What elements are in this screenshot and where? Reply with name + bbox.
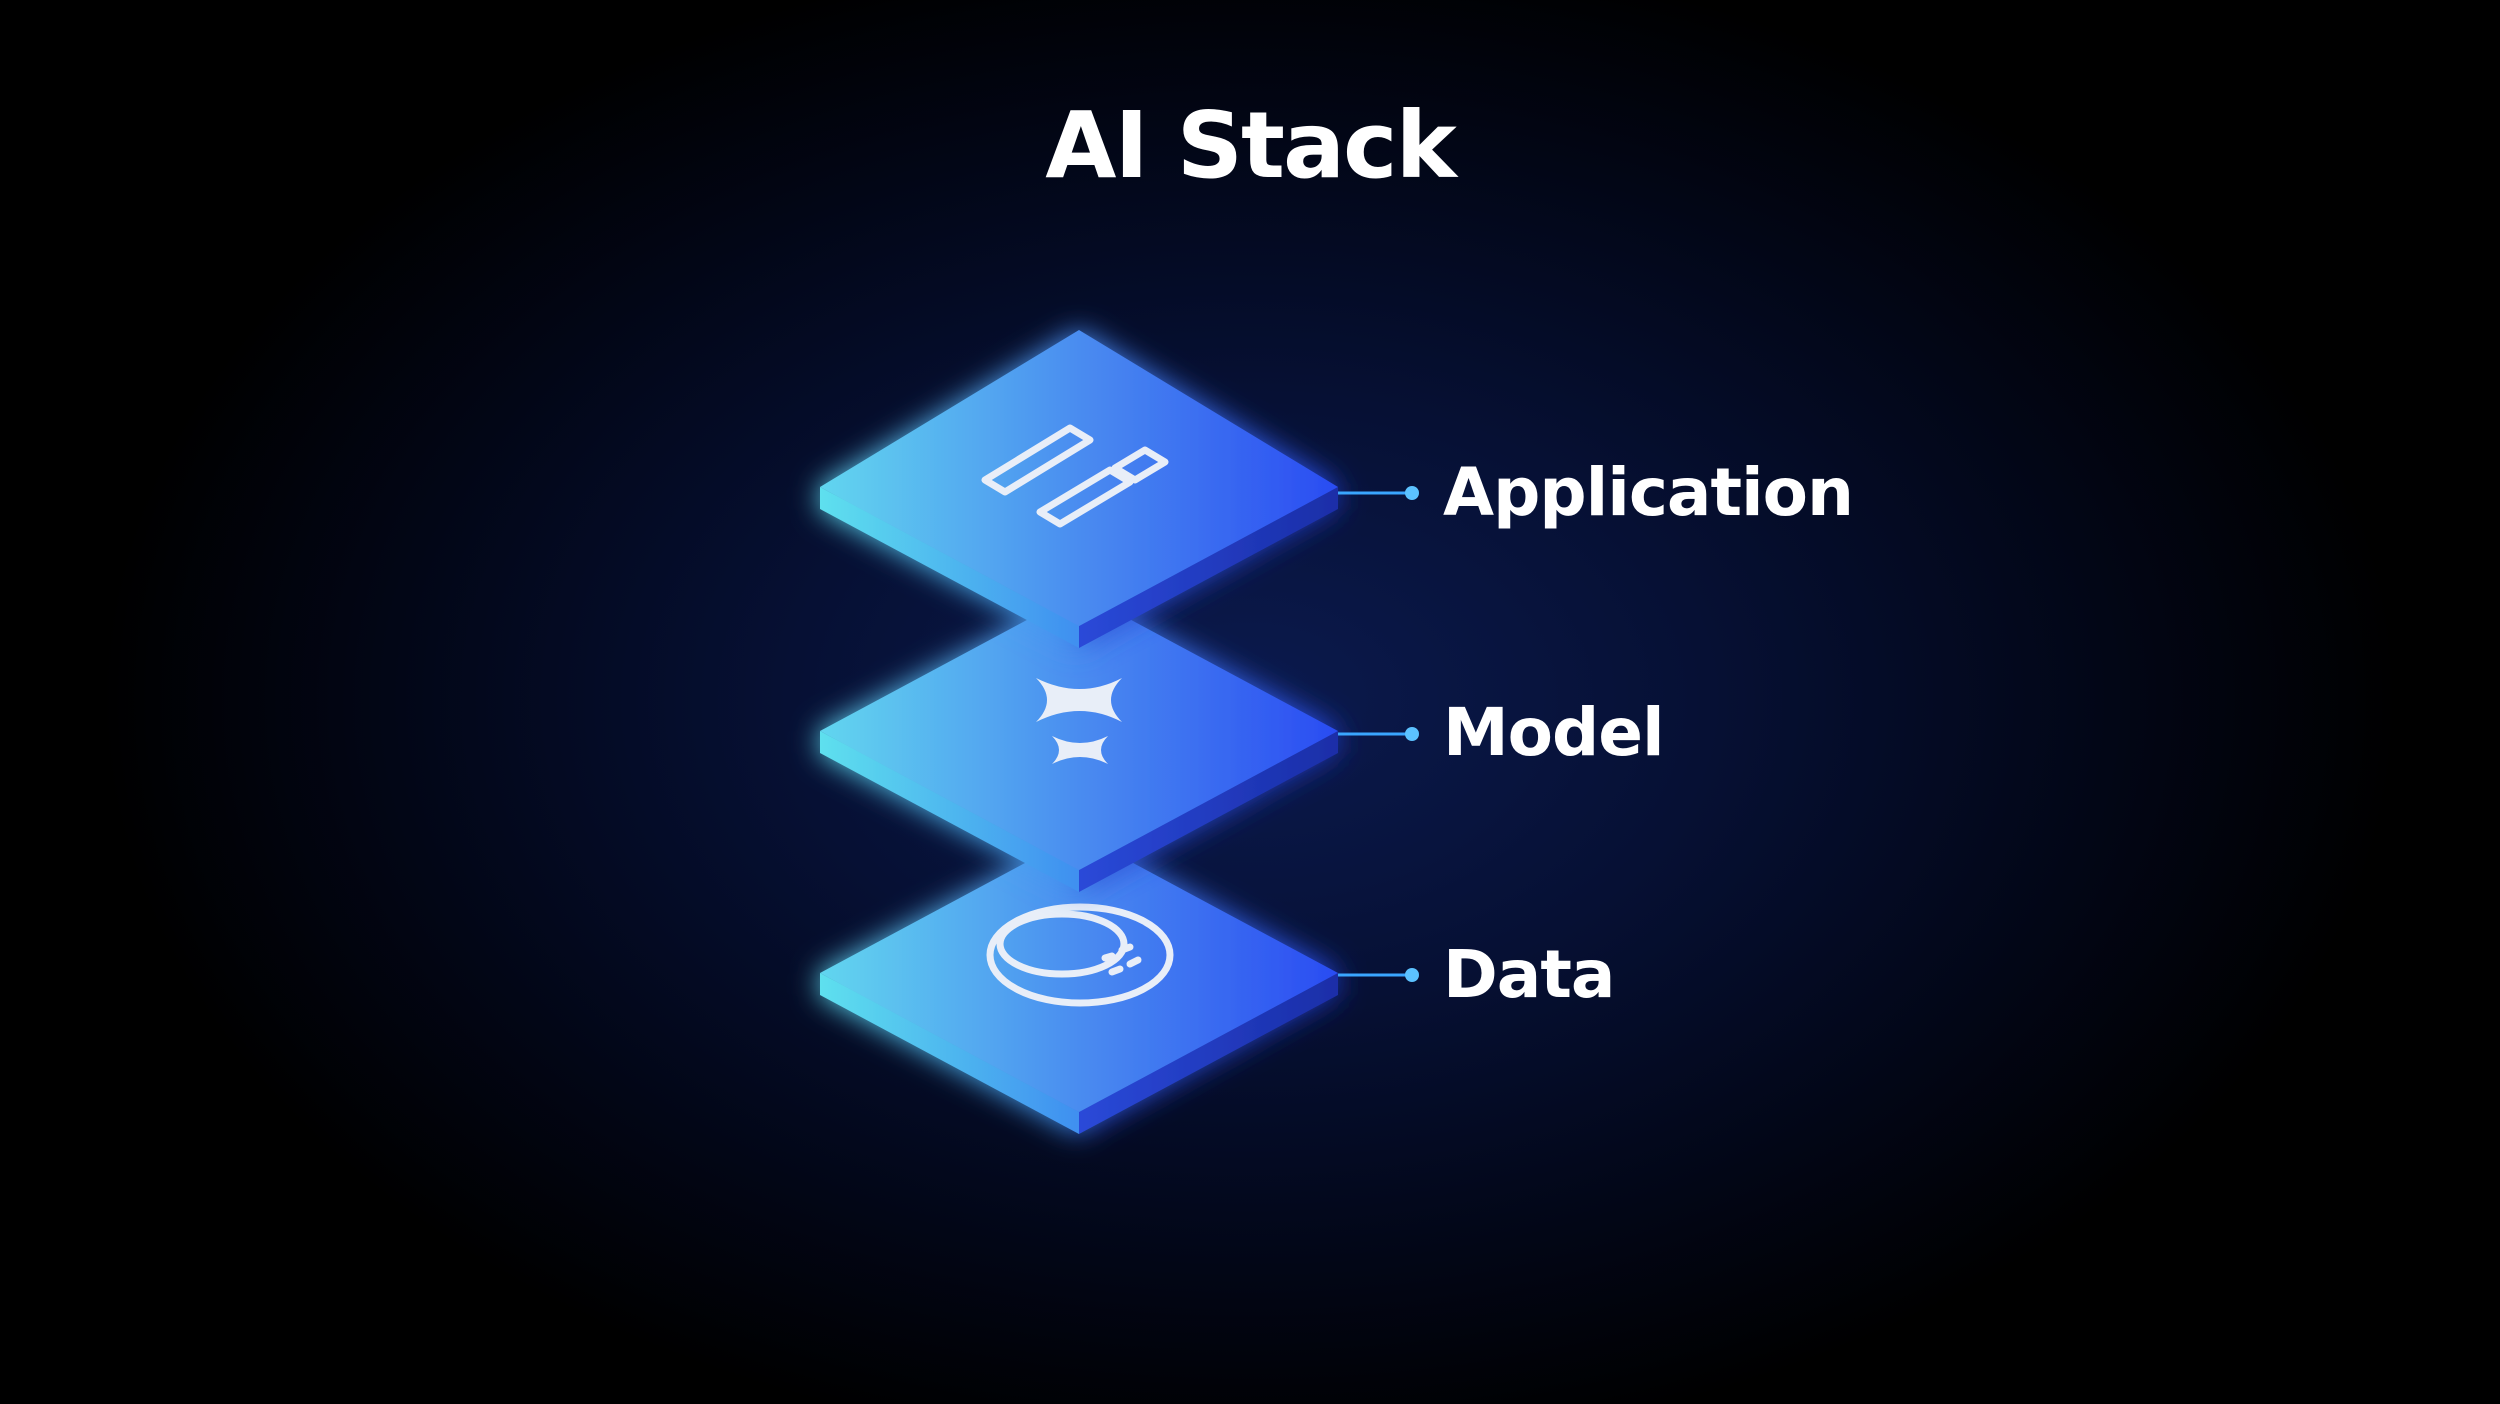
connector-application <box>1338 486 1419 500</box>
diagram-title: AI Stack <box>1045 92 1457 199</box>
layer-model <box>820 592 1338 892</box>
sparkles-icon <box>1036 678 1122 764</box>
label-data: Data <box>1443 936 1615 1013</box>
label-application: Application <box>1443 454 1854 531</box>
connector-model <box>1338 727 1419 741</box>
layer-application <box>820 330 1338 648</box>
database-icon <box>986 903 1174 1007</box>
label-model: Model <box>1443 694 1665 771</box>
dashboard-layout-icon <box>981 424 1169 528</box>
connector-data <box>1338 968 1419 982</box>
